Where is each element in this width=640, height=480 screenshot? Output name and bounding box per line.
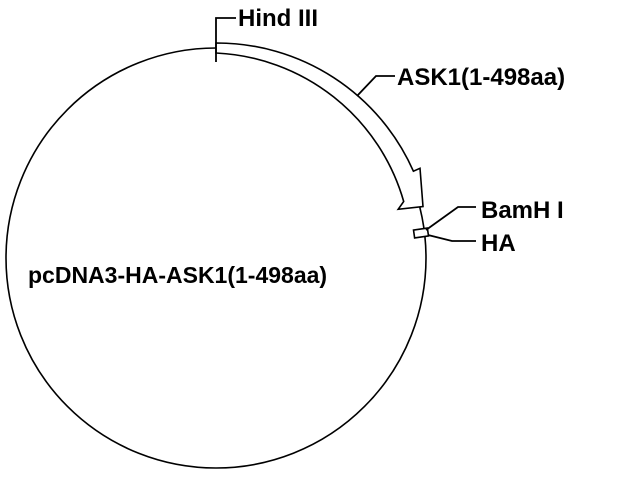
site-1-leader	[215, 17, 236, 62]
insert-label: ASK1(1-498aa)	[397, 64, 565, 91]
tag-leader	[427, 234, 476, 242]
ha-tag-box	[412, 227, 430, 239]
tag-label: HA	[481, 230, 516, 257]
site-1-label: Hind III	[238, 5, 318, 32]
insert-arrow	[215, 42, 424, 211]
insert-leader	[356, 75, 395, 97]
site-2-label: BamH I	[481, 197, 564, 224]
plasmid-name: pcDNA3-HA-ASK1(1-498aa)	[28, 262, 327, 288]
site-2-leader	[425, 206, 476, 231]
